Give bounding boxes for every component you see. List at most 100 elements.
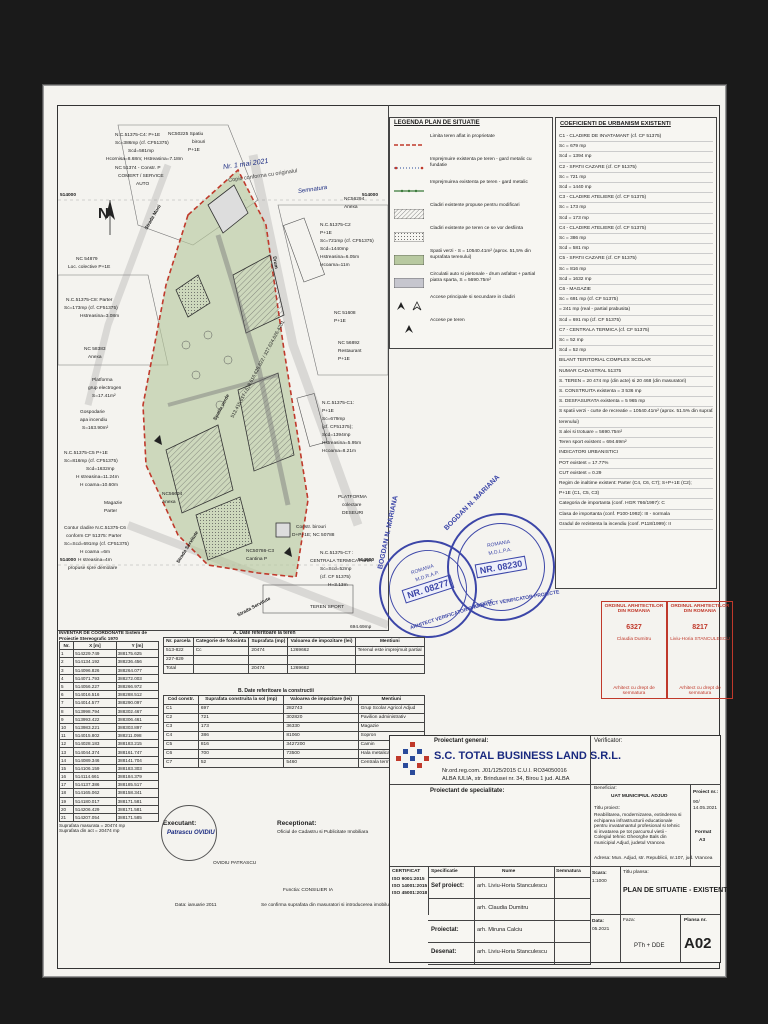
urbanism-line: S. CONSTRUITA existenta = 3 536 mp	[559, 387, 713, 398]
specialty-cell: Proiectant de specialitate:	[390, 784, 590, 865]
table-cell: 73500	[283, 749, 359, 759]
table-cell	[287, 655, 356, 665]
plan-label: Sc=386mp (cf. CF51375)	[115, 141, 169, 146]
legend-item: Imprejmuirea existenta pe teren - gard m…	[394, 180, 548, 200]
plan-label: apa incendiu	[80, 418, 108, 423]
plan-label: Sc=679mp	[322, 417, 346, 422]
date-label: Data:	[592, 919, 604, 924]
role-cell: Proiectat:	[428, 920, 475, 943]
table-cell: 700	[197, 749, 285, 759]
plan-label: CENTRALA TERMICA Parter	[310, 559, 373, 564]
plan-label: H streasina=11.24m	[76, 475, 119, 480]
urbanism-line: Sc = 816 mp	[559, 265, 713, 275]
legend-item: Accese pe teren	[394, 318, 548, 338]
table-cell: 81060	[283, 731, 359, 741]
role-label: Proiectat:	[431, 927, 459, 933]
dashred-legend-icon	[394, 137, 424, 147]
table-cell: 388158.341	[115, 788, 160, 798]
urbanism-line: Sc = 679 mp	[559, 142, 713, 153]
table-cell: 173	[197, 722, 285, 732]
table-cell: Grup Scolar Agricol Adjud	[357, 704, 426, 714]
plan-label: Sc=721mp (cf. CF51375)	[320, 239, 374, 244]
table-cell: 388306.461	[115, 714, 160, 724]
table-cell: 514165.062	[73, 788, 117, 798]
table-cell: 514134.192	[73, 657, 117, 667]
plan-label: (cf. CF51375);	[322, 425, 353, 430]
table-cell: 388185.517	[115, 780, 160, 790]
table-cell: 302820	[283, 713, 359, 723]
table-header: Mentiuni	[357, 695, 426, 705]
urbanism-line: C2 - SPATII CAZARE (cf. CF 51375)	[559, 163, 713, 173]
signature-cell	[554, 920, 591, 943]
urbanism-line: C3 - CLADIRE ATELIERE (cf. CF 51375)	[559, 193, 713, 204]
table-header: Nr. parcela	[163, 637, 194, 647]
table-cell: 11	[58, 731, 75, 741]
greenline-legend-icon	[394, 183, 424, 193]
plan-label: S=163.90m²	[82, 426, 109, 431]
plan-label: Restaurant	[338, 349, 362, 354]
plan-label: Sc=Scd=52mp	[320, 567, 352, 572]
table-cell: 514229.749	[73, 649, 117, 659]
table-row: 227-829	[163, 655, 426, 665]
plan-label: P+1E	[322, 409, 334, 414]
sheet-number: A02	[684, 935, 712, 952]
table-header: Y [m]	[115, 640, 160, 651]
table-cell: 514016.516	[73, 690, 117, 700]
table-cell: 388175.625	[115, 649, 160, 659]
project-title-label: Titlu proiect:	[594, 806, 620, 811]
table-cell: 3	[58, 665, 75, 675]
date-value: 05.2021	[592, 927, 610, 932]
table-cell: 388272.003	[115, 673, 160, 683]
ostamp1-footer: Arhitect cu drept de semnatura	[613, 686, 655, 696]
plan-label: Anexa	[344, 205, 358, 210]
table-cell: 9	[58, 714, 75, 724]
plan-label: Sc=173mp (cf. CF51375)	[64, 306, 118, 311]
coordinate-table-wrap: INVENTAR DE COORDONATE Sistem de Proiect…	[58, 630, 160, 833]
ostamp2-title: ORDINUL ARHITECTILOR DIN ROMANIA	[670, 604, 730, 614]
north-label: N	[98, 205, 109, 222]
table-cell: 10	[58, 722, 75, 733]
building-c4	[207, 184, 249, 234]
plan-label: Hstreasina=6.05m	[320, 255, 360, 260]
confirm-note: Se confirma suprafata din masuratori si …	[261, 903, 428, 908]
scale-label: Scara:	[592, 871, 607, 876]
table-cell: 388236.456	[115, 657, 160, 667]
urbanism-line: Sc = 52 mp	[559, 336, 713, 347]
table-cell: 388171.585	[115, 812, 160, 823]
plan-label: Scd=1440mp	[320, 247, 349, 252]
company-address: ALBA IULIA, str. Brindusei nr. 34, Birou…	[442, 776, 570, 782]
legend-item-text: Imprejmuirea existenta pe teren - gard m…	[430, 180, 528, 185]
table-cell: 514089.346	[73, 755, 117, 765]
urbanism-line: C4 - CLADIRE ATELIERE (cf. CF 51375)	[559, 224, 713, 235]
grey-legend-icon	[393, 275, 425, 289]
plan-label: Hcoama=8.21m	[322, 449, 356, 454]
date-cell: Data: 05.2021	[590, 914, 621, 963]
table-cell	[354, 664, 426, 674]
table-cell: 14	[58, 755, 75, 765]
urbanism-line: Scd = 1394 mp	[559, 152, 713, 163]
table-cell: 20474	[248, 646, 289, 656]
table-cell	[192, 664, 250, 674]
coordinate-table-title: INVENTAR DE COORDONATE Sistem de Proiect…	[59, 630, 147, 641]
plan-label: Parter	[104, 509, 118, 514]
urbanism-line: Sc = 386 mp	[559, 234, 713, 245]
specialty-label: Proiectant de specialitate:	[430, 788, 505, 794]
beneficiar-value: UAT MUNICIPIUL ADJUD	[611, 794, 668, 799]
urbanism-line: = 241 mp (real - partial prabusita)	[559, 305, 713, 316]
person-name: arh. Liviu-Horia Stanculescu	[477, 949, 547, 955]
table-cell: 388290.097	[115, 698, 160, 708]
building-c2	[232, 254, 285, 334]
legend-item-text: Imprejmuire existenta pe teren - gard me…	[430, 157, 532, 168]
sheet-label: Plansa nr.	[684, 918, 707, 923]
table-a-caption: A. Date referitoare la teren	[233, 630, 296, 636]
table-header: X [m]	[73, 640, 117, 651]
iso-1: ISO 9001:2015	[392, 877, 425, 882]
plan-label: NC 54879	[76, 257, 98, 262]
plan-label: Anexa	[162, 500, 176, 505]
